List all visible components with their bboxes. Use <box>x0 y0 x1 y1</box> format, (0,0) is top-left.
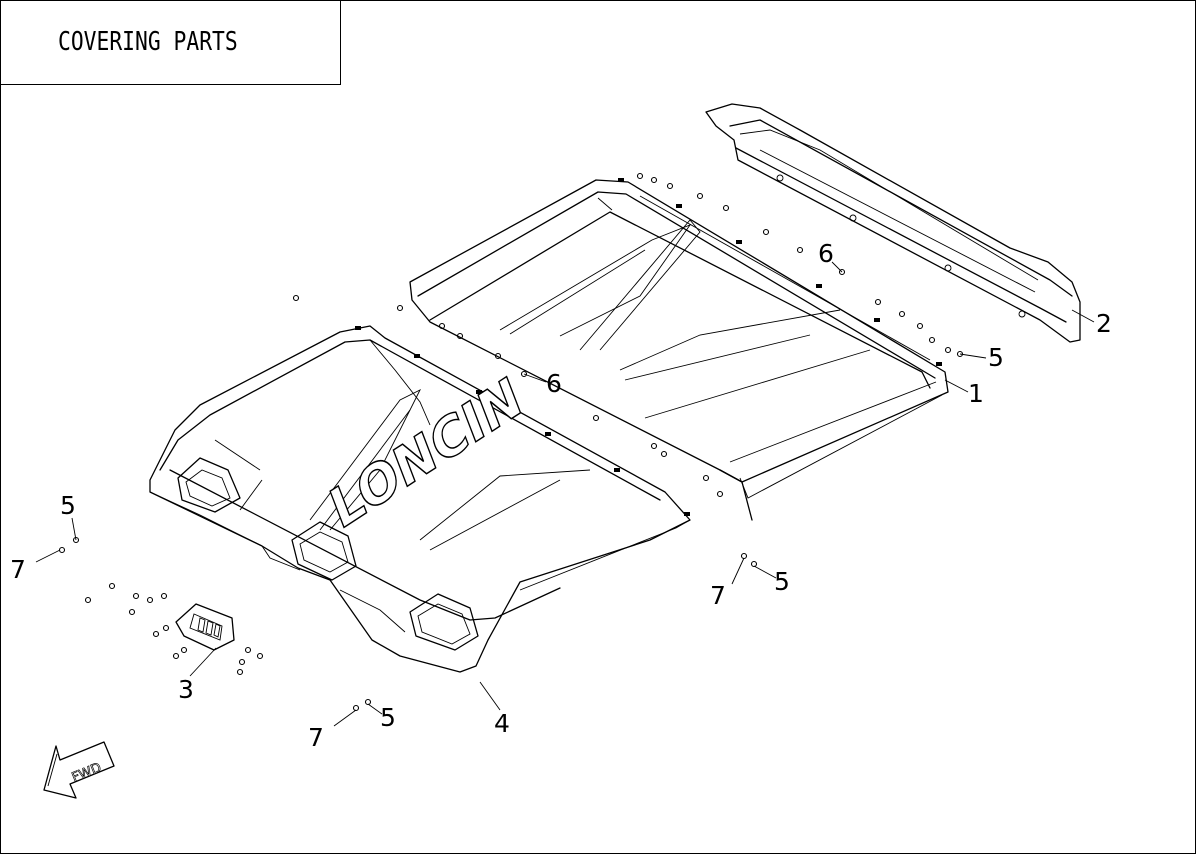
callout-2: 2 <box>1096 309 1112 338</box>
callout-5-rear: 5 <box>988 343 1004 372</box>
callout-4: 4 <box>494 709 510 738</box>
callout-5-left: 5 <box>60 491 76 520</box>
brand-logo: LONCIN <box>323 365 530 542</box>
callout-5-mid: 5 <box>774 567 790 596</box>
callout-5-bottom: 5 <box>380 703 396 732</box>
callout-6-rear: 6 <box>818 239 834 268</box>
part-3-switch-bracket <box>175 603 235 651</box>
callout-7-bottom: 7 <box>308 723 324 752</box>
fwd-arrow-icon: FWD <box>43 741 115 799</box>
part-1-rear-roof-panel <box>409 178 949 521</box>
part-4-front-roof-panel: LONCIN <box>149 325 691 673</box>
callout-7-mid: 7 <box>710 581 726 610</box>
title-box: COVERING PARTS <box>0 0 341 85</box>
callout-6-front: 6 <box>546 369 562 398</box>
fwd-label: FWD <box>70 760 104 785</box>
callouts: 1 2 3 4 5 5 5 5 6 6 7 7 7 <box>10 239 1112 752</box>
part-2-rear-trim-bar <box>705 103 1081 343</box>
callout-7-left: 7 <box>10 555 26 584</box>
callout-3: 3 <box>178 675 194 704</box>
leader-lines <box>35 261 1095 727</box>
page-title: COVERING PARTS <box>58 27 238 57</box>
callout-1: 1 <box>968 379 984 408</box>
